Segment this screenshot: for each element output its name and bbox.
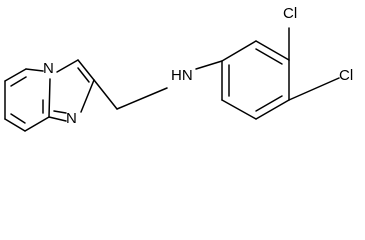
bond-nh-to-benzene	[195, 60, 223, 70]
atom-label-nitrogen-imidazole: N	[66, 110, 77, 127]
bond-pyridine-5	[4, 118, 26, 132]
bond-imidazole-2	[77, 59, 95, 81]
bond-benzene-double-2	[255, 95, 283, 112]
bond-benzene-double-1	[255, 48, 283, 65]
atom-label-nitrogen-bridgehead: N	[43, 60, 54, 77]
bond-ch2-to-nh	[116, 87, 168, 110]
atom-label-chlorine-right: Cl	[339, 67, 353, 84]
bond-pyridine-double-1	[10, 76, 27, 87]
bond-pyridine-2	[25, 68, 44, 72]
atom-label-amine: HN	[171, 67, 193, 84]
bond-pyridine-4	[24, 116, 50, 132]
bond-pyridine-1	[4, 68, 27, 82]
pyridine-ring	[4, 68, 51, 132]
bond-imidazole-1	[56, 59, 79, 73]
methylene-amine-linker	[93, 60, 223, 110]
bond-imidazole-double-2	[53, 110, 67, 114]
bond-benzene-1	[221, 40, 257, 62]
bond-to-chlorine-right	[288, 77, 340, 101]
imidazole-ring	[48, 59, 95, 122]
bond-ring-to-ch2	[93, 79, 118, 110]
bond-benzene-4	[255, 99, 290, 120]
atom-label-chlorine-top: Cl	[283, 5, 297, 22]
benzene-ring	[221, 40, 290, 120]
bond-imidazole-double-1	[77, 67, 90, 83]
bond-pyridine-3	[48, 78, 51, 118]
bond-pyridine-double-2	[10, 113, 26, 124]
bond-imidazole-4	[48, 116, 67, 122]
bond-benzene-2	[255, 40, 290, 61]
chemical-structure-diagram: N N HN Cl Cl	[4, 5, 353, 132]
bond-imidazole-3	[80, 79, 95, 113]
chlorine-bonds	[288, 27, 340, 101]
bond-benzene-5	[221, 99, 257, 120]
